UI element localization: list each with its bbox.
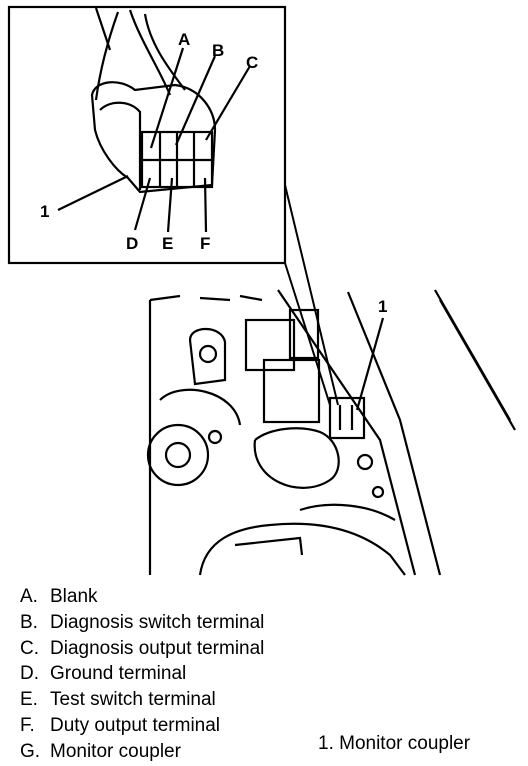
legend-item-a: A. Blank bbox=[20, 584, 264, 610]
legend-letter: G. bbox=[20, 740, 41, 762]
bracket bbox=[188, 327, 227, 386]
harness-loop bbox=[253, 427, 340, 489]
leader-d bbox=[133, 177, 152, 231]
legend-text: Diagnosis output terminal bbox=[50, 637, 265, 659]
legend-item-f: F. Duty output terminal bbox=[20, 713, 264, 739]
legend-text: Duty output terminal bbox=[50, 714, 221, 736]
wire bbox=[128, 9, 172, 96]
engine-component bbox=[146, 423, 210, 487]
wire bbox=[143, 13, 186, 91]
coupler-edge bbox=[99, 101, 142, 190]
leader-f bbox=[203, 177, 208, 233]
bolt bbox=[198, 344, 218, 364]
legend-letter: A. bbox=[20, 586, 38, 607]
legend-letter: B. bbox=[20, 611, 38, 633]
relay-box bbox=[244, 318, 296, 372]
engine-component bbox=[164, 441, 192, 469]
label-a: A bbox=[178, 30, 190, 49]
panel-edge bbox=[149, 294, 263, 302]
legend-letter: E. bbox=[20, 689, 38, 711]
relay-box bbox=[288, 308, 320, 360]
legend-item-g: G. Monitor coupler bbox=[20, 739, 264, 765]
legend-item-c: C. Diagnosis output terminal bbox=[20, 636, 264, 662]
hood-line bbox=[439, 299, 516, 431]
label-1-inset: 1 bbox=[40, 202, 49, 221]
legend-list: A. Blank B. Diagnosis switch terminal C. Di… bbox=[20, 584, 264, 765]
legend-item-d: D. Ground terminal bbox=[20, 661, 264, 687]
legend-item-e: E. Test switch terminal bbox=[20, 687, 264, 713]
zoom-line bbox=[284, 184, 339, 406]
lower-housing bbox=[198, 522, 406, 576]
leader-a bbox=[149, 47, 185, 149]
bolt bbox=[371, 485, 385, 499]
bolt bbox=[207, 429, 223, 445]
leader-b bbox=[174, 55, 217, 146]
leader-1 bbox=[57, 175, 129, 211]
relay-box bbox=[262, 358, 321, 424]
engine-bay bbox=[146, 289, 516, 576]
housing-detail bbox=[234, 536, 304, 556]
inset-frame bbox=[7, 5, 287, 265]
label-e: E bbox=[162, 234, 173, 253]
label-d: D bbox=[126, 234, 138, 253]
engine-hose bbox=[159, 388, 242, 426]
leader-e bbox=[166, 177, 174, 233]
zoom-connectors bbox=[284, 184, 339, 406]
fender-line bbox=[277, 289, 417, 576]
legend-text: Test switch terminal bbox=[50, 689, 216, 711]
legend-text: Blank bbox=[50, 586, 98, 607]
label-b: B bbox=[212, 41, 224, 60]
legend-text: Ground terminal bbox=[50, 663, 187, 685]
monitor-coupler bbox=[328, 396, 366, 440]
legend-text: Diagnosis switch terminal bbox=[50, 611, 265, 633]
housing-detail bbox=[299, 503, 396, 521]
legend-letter: C. bbox=[20, 637, 39, 659]
fender-line bbox=[346, 291, 442, 576]
label-1-engine: 1 bbox=[378, 297, 387, 316]
leader-c bbox=[205, 65, 251, 141]
legend-letter: F. bbox=[20, 714, 35, 736]
coupler-body bbox=[90, 81, 217, 194]
coupler-inset bbox=[7, 5, 287, 265]
diagram-figure: A B C D E F 1 bbox=[7, 5, 516, 576]
legend-text: Monitor coupler bbox=[50, 740, 181, 762]
figure-caption: 1. Monitor coupler bbox=[318, 733, 471, 754]
bolt bbox=[356, 453, 374, 471]
wire bbox=[94, 11, 120, 101]
legend-item-b: B. Diagnosis switch terminal bbox=[20, 610, 264, 636]
legend-letter: D. bbox=[20, 663, 39, 685]
label-c: C bbox=[246, 53, 258, 72]
label-f: F bbox=[200, 234, 210, 253]
leader-1-engine bbox=[355, 317, 385, 411]
